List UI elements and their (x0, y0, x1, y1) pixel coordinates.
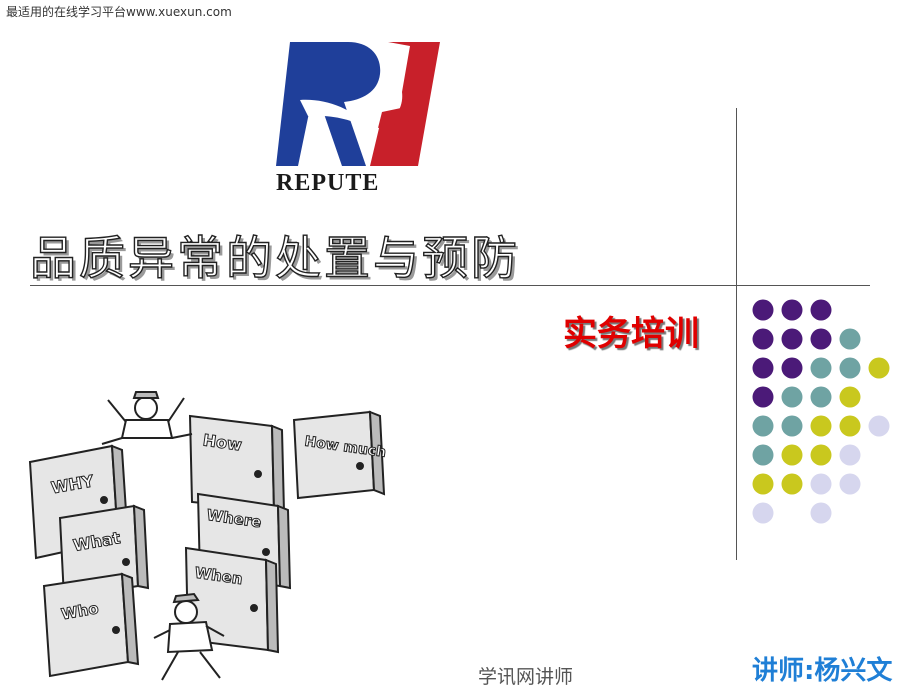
dot (810, 357, 832, 379)
dot (868, 415, 890, 437)
dot (752, 444, 774, 466)
dot (868, 357, 890, 379)
dot (839, 328, 861, 350)
repute-logo-icon (276, 42, 440, 166)
dot (839, 357, 861, 379)
slide-subtitle: 实务培训 (563, 314, 699, 354)
dot (752, 299, 774, 321)
dot (781, 357, 803, 379)
dot (752, 502, 774, 524)
dot (752, 415, 774, 437)
dot (781, 415, 803, 437)
horizontal-divider (30, 285, 870, 286)
dot (810, 444, 832, 466)
dot (839, 415, 861, 437)
dot (781, 299, 803, 321)
running-figure (153, 592, 225, 681)
dot (752, 386, 774, 408)
dot (781, 444, 803, 466)
dot (781, 328, 803, 350)
slide-title: 品质异常的处置与预防 (29, 230, 520, 285)
watermark: 最适用的在线学习平台www.xuexun.com (6, 5, 232, 19)
dot (839, 473, 861, 495)
dot (810, 415, 832, 437)
dot-grid-icon (752, 299, 890, 524)
door-who: Who (42, 572, 140, 678)
vertical-divider (736, 108, 737, 560)
dot (781, 386, 803, 408)
dot (752, 357, 774, 379)
dot (839, 444, 861, 466)
logo-wordmark: REPUTE (276, 170, 380, 196)
dot (839, 386, 861, 408)
dot (810, 502, 832, 524)
door-how-much: How much (292, 410, 388, 500)
lecturer-name: 讲师:杨兴文 (752, 656, 893, 686)
dot (752, 473, 774, 495)
dot (810, 299, 832, 321)
footer-text: 学讯网讲师 (478, 666, 574, 688)
dot (810, 473, 832, 495)
dot (810, 386, 832, 408)
cheering-figure (101, 391, 193, 445)
dot (752, 328, 774, 350)
doors-cartoon-icon: WHY How How much What Where (28, 391, 388, 681)
dot (781, 473, 803, 495)
dot (810, 328, 832, 350)
